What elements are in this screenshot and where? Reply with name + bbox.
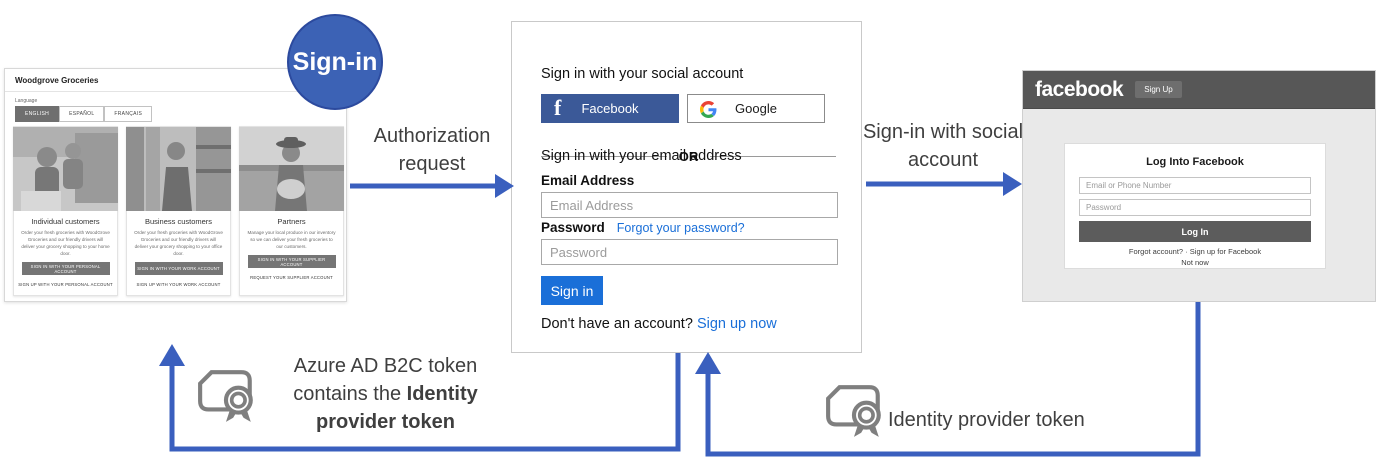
facebook-login-button[interactable]: Log In [1079, 221, 1311, 242]
email-signin-heading: Sign in with your email address [541, 148, 742, 164]
language-button-english[interactable]: ENGLISH [15, 106, 60, 122]
no-account-text: Don't have an account? [541, 316, 697, 332]
signin-social-label: Sign-in with social account [862, 121, 1024, 171]
email-address-input[interactable] [541, 192, 838, 218]
signin-personal-account-button[interactable]: SIGN IN WITH YOUR PERSONAL ACCOUNT [21, 262, 110, 276]
facebook-login-panel: facebook Sign Up Log Into Facebook Log I… [1022, 70, 1376, 302]
card-description: Manage your local produce in our invento… [247, 230, 336, 250]
email-address-label: Email Address [541, 173, 635, 188]
forgot-password-link[interactable]: Forgot your password? [616, 221, 745, 235]
card-title: Individual customers [31, 217, 100, 226]
password-label: Password [541, 220, 605, 235]
woodgrove-site-title: Woodgrove Groceries [5, 69, 346, 92]
idp-token-label: Identity provider token [888, 409, 1085, 431]
facebook-email-input[interactable] [1079, 177, 1311, 194]
b2c-token-line2-bold: Identity [406, 383, 478, 405]
card-title: Partners [277, 217, 306, 226]
facebook-login-title: Log Into Facebook [1146, 156, 1244, 168]
signin-work-account-button[interactable]: SIGN IN WITH YOUR WORK ACCOUNT [134, 262, 223, 276]
customer-card-individual: Individual customers Order your fresh gr… [13, 126, 118, 296]
facebook-password-input[interactable] [1079, 199, 1311, 216]
or-divider: OR [541, 149, 836, 164]
google-signin-button[interactable]: Google [687, 94, 825, 123]
b2c-token-line1: Azure AD B2C token [293, 355, 478, 377]
facebook-f-icon: f [554, 95, 562, 120]
b2c-signin-panel: Sign in with your social account f Faceb… [511, 21, 862, 353]
social-signin-heading: Sign in with your social account [541, 66, 744, 82]
signin-step-badge-label: Sign-in [292, 47, 378, 76]
signin-social-arrow [866, 172, 1022, 196]
facebook-header: facebook Sign Up [1023, 71, 1375, 109]
card-photo-partners [239, 127, 344, 211]
card-description: Order your fresh groceries with WoodGrov… [21, 230, 110, 257]
card-description: Order your fresh groceries with WoodGrov… [134, 230, 223, 257]
divider-line [710, 156, 836, 157]
card-photo-individual [13, 127, 118, 211]
or-divider-label: OR [678, 149, 699, 164]
signin-supplier-account-button[interactable]: SIGN IN WITH YOUR SUPPLIER ACCOUNT [247, 255, 336, 269]
facebook-signup-button[interactable]: Sign Up [1135, 81, 1182, 98]
token-certificate-icon [826, 385, 881, 437]
signin-button[interactable]: Sign in [541, 276, 603, 305]
password-input[interactable] [541, 239, 838, 265]
google-signin-button-label: Google [735, 101, 777, 116]
authorization-request-label: Authorization request [373, 125, 491, 175]
b2c-token-label: Azure AD B2C token contains the Identity… [258, 352, 513, 436]
facebook-login-card: Log Into Facebook Log In Forgot account?… [1064, 143, 1326, 269]
facebook-not-now-link[interactable]: Not now [1181, 258, 1209, 267]
signup-personal-account-link[interactable]: SIGN UP WITH YOUR PERSONAL ACCOUNT [18, 282, 113, 288]
language-button-francais[interactable]: FRANÇAIS [104, 106, 153, 122]
b2c-token-line2: contains the [293, 383, 407, 405]
google-g-icon [700, 101, 717, 118]
facebook-logo: facebook [1035, 77, 1124, 101]
token-certificate-icon [198, 370, 253, 422]
customer-card-partners: Partners Manage your local produce in ou… [239, 126, 344, 296]
signup-work-account-link[interactable]: SIGN UP WITH YOUR WORK ACCOUNT [136, 282, 221, 288]
language-button-espanol[interactable]: ESPAÑOL [59, 106, 105, 122]
request-supplier-account-link[interactable]: REQUEST YOUR SUPPLIER ACCOUNT [250, 275, 333, 281]
facebook-signin-button[interactable]: f Facebook [541, 94, 679, 123]
facebook-signin-button-label: Facebook [581, 101, 639, 116]
b2c-token-line3-bold: provider token [316, 411, 455, 433]
facebook-forgot-signup-links[interactable]: Forgot account? · Sign up for Facebook [1128, 247, 1262, 256]
customer-card-business: Business customers Order your fresh groc… [126, 126, 231, 296]
signup-now-link[interactable]: Sign up now [696, 316, 777, 332]
language-selector: Language ENGLISH ESPAÑOL FRANÇAIS [5, 92, 346, 122]
woodgrove-site-panel: Woodgrove Groceries Language ENGLISH ESP… [4, 68, 347, 302]
divider-line [541, 156, 667, 157]
language-label: Language [15, 98, 38, 104]
card-photo-business [126, 127, 231, 211]
signin-step-badge: Sign-in [287, 14, 383, 110]
card-title: Business customers [144, 217, 213, 226]
